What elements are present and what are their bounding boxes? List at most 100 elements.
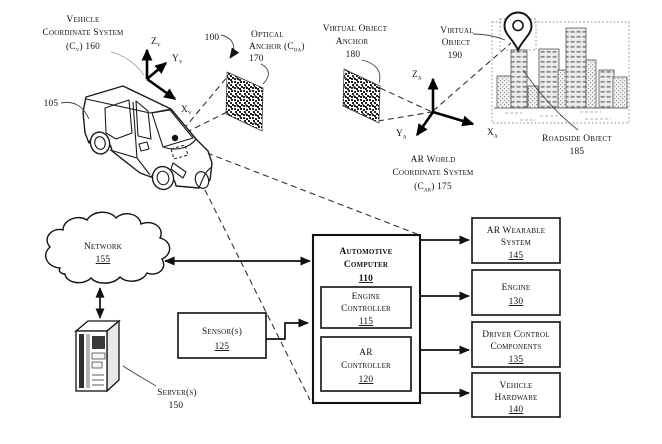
ar-cs-label-line1: AR World [411,155,456,165]
vehicle-hardware-rect [471,372,561,418]
server-vent-strip [79,334,84,388]
ar-cs-label-line2: Coordinate System [393,168,475,178]
server-side-face [106,319,120,393]
server-ref-label: 150 [169,401,184,411]
building [538,48,560,109]
driver-control-label-line2: Components [490,342,541,352]
server-drive-bay [92,336,105,349]
ar-wearable-label-line1: AR Wearable [487,226,546,236]
roadside-object-ref-label: 185 [570,147,585,157]
sightline-vehicle-to-computer-topright [206,152,418,235]
vehicle-cs-label-line1: Vehicle [66,15,99,25]
sensor-box: Sensor(s) 125 [177,312,267,359]
building [527,85,539,109]
virtual-object-label-line1: Virtual [440,26,473,36]
virtual-anchor-ref-label: 180 [346,50,361,60]
engine-controller-label-line2: Controller [341,304,391,314]
roadside-object-label: Roadside Object [542,134,612,144]
roadside-object-leader [522,69,579,131]
engine-rect [471,269,561,316]
van-hood-line [162,138,197,150]
map-pin-inner-circle [512,19,524,32]
optical-anchor-ref-label: 170 [249,54,264,64]
vehicle-cs-label-line3: (Cv) 160 [66,41,100,53]
network-label: Network [84,242,122,252]
vehicle-cs-label-line2: Coordinate System [43,28,125,38]
ar-wearable-ref-label: 145 [509,251,524,261]
virtual-object-anchor-group: Virtual Object Anchor 180 [323,24,388,124]
virtual-object-leader [472,33,506,41]
building [585,59,597,109]
ar-controller-box: AR Controller 120 [320,336,412,392]
ar-wearable-system-box: AR Wearable System 145 [471,217,561,264]
vehicle-van-illustration [82,85,213,191]
vehicle-hardware-label-line2: Hardware [495,393,538,403]
vehicle-ref-group: 105 [44,99,90,120]
server-leader [122,365,157,387]
sightline-anchor-to-ar-origin-top [379,87,433,113]
vehicle-ref-leader [60,101,90,120]
arrow-sensor-computer [266,318,309,340]
vehicle-hardware-label-line1: Vehicle [499,381,532,391]
network-ref-label: 155 [96,255,111,265]
vehicle-x-axis [146,77,177,101]
virtual-object-anchor-qr-marker [342,68,381,124]
engine-controller-label-line1: Engine [352,292,381,302]
driver-control-label-line1: Driver Control [482,330,550,340]
van-rear-wheel [89,131,111,155]
van-front-wheel-rim [156,170,170,186]
optical-anchor-qr-marker [225,71,264,132]
ar-wearable-rect [471,217,561,264]
vehicle-hardware-ref-label: 140 [509,405,524,415]
optical-anchor-group: Optical Anchor (Coa) 170 [225,30,305,132]
network-cloud-group: Network 155 [45,211,171,284]
vehicle-coordinate-axes: Zv Yv Xv [141,37,192,116]
figure-ref-group: 100 [205,33,240,59]
optical-anchor-label-line2: Anchor (Coa) [249,41,305,53]
vehicle-ref-label: 105 [44,99,59,109]
ar-controller-ref-label: 120 [359,375,374,385]
van-front-wheel [151,165,175,191]
server-slot [91,352,106,360]
sensor-label: Sensor(s) [202,326,242,337]
figure-ref-label: 100 [205,33,220,43]
virtual-object-label-line2: Object [442,38,471,48]
engine-ref-label: 130 [509,297,524,307]
automotive-computer-label-line1: Automotive [340,247,393,257]
ar-controller-label-line1: AR [359,348,373,358]
virtual-anchor-leader [361,59,381,84]
automotive-computer-box: Automotive Computer 110 Engine Controlle… [311,233,422,405]
ar-wearable-label-line2: System [501,238,532,248]
driver-control-ref-label: 135 [509,355,524,365]
building [565,27,587,109]
engine-controller-ref-label: 115 [359,317,373,327]
connection-arrows [95,235,470,398]
van-side-window-front [135,100,152,140]
sightline-vehicle-to-computer-bottomleft [195,171,311,401]
vehicle-cs-leader-line [110,51,145,76]
van-roof-rail-line [85,98,172,114]
van-door-seam [132,101,138,159]
server-label: Server(s) [157,387,197,398]
van-rocker-line [109,149,151,176]
optical-anchor-label-line1: Optical [251,30,284,40]
vehicle-cs-label-group: Vehicle Coordinate System (Cv) 160 [43,15,145,76]
vehicle-x-axis-label: Xv [181,105,192,116]
driver-control-components-box: Driver Control Components 135 [471,321,561,368]
server-group: Server(s) 150 [74,319,197,411]
engine-controller-rect [320,286,412,329]
engine-box: Engine 130 [471,269,561,316]
virtual-object-ref-label: 190 [448,51,463,61]
vehicle-y-axis-label: Yv [172,54,183,65]
engine-controller-box: Engine Controller 115 [320,286,412,329]
automotive-computer-label-line2: Computer [344,260,389,270]
van-bumper-line [198,166,213,189]
ar-x-axis-label: Xa [487,128,498,139]
server-slot2 [91,361,103,369]
sensor-ref-label: 125 [215,342,230,352]
building [510,49,528,109]
van-mirror [138,141,150,152]
virtual-object-pin-group: Virtual Object 190 [440,11,533,61]
sensor-box-rect [177,312,267,359]
ar-cs-label-group: AR World Coordinate System (Car) 175 [393,155,475,193]
